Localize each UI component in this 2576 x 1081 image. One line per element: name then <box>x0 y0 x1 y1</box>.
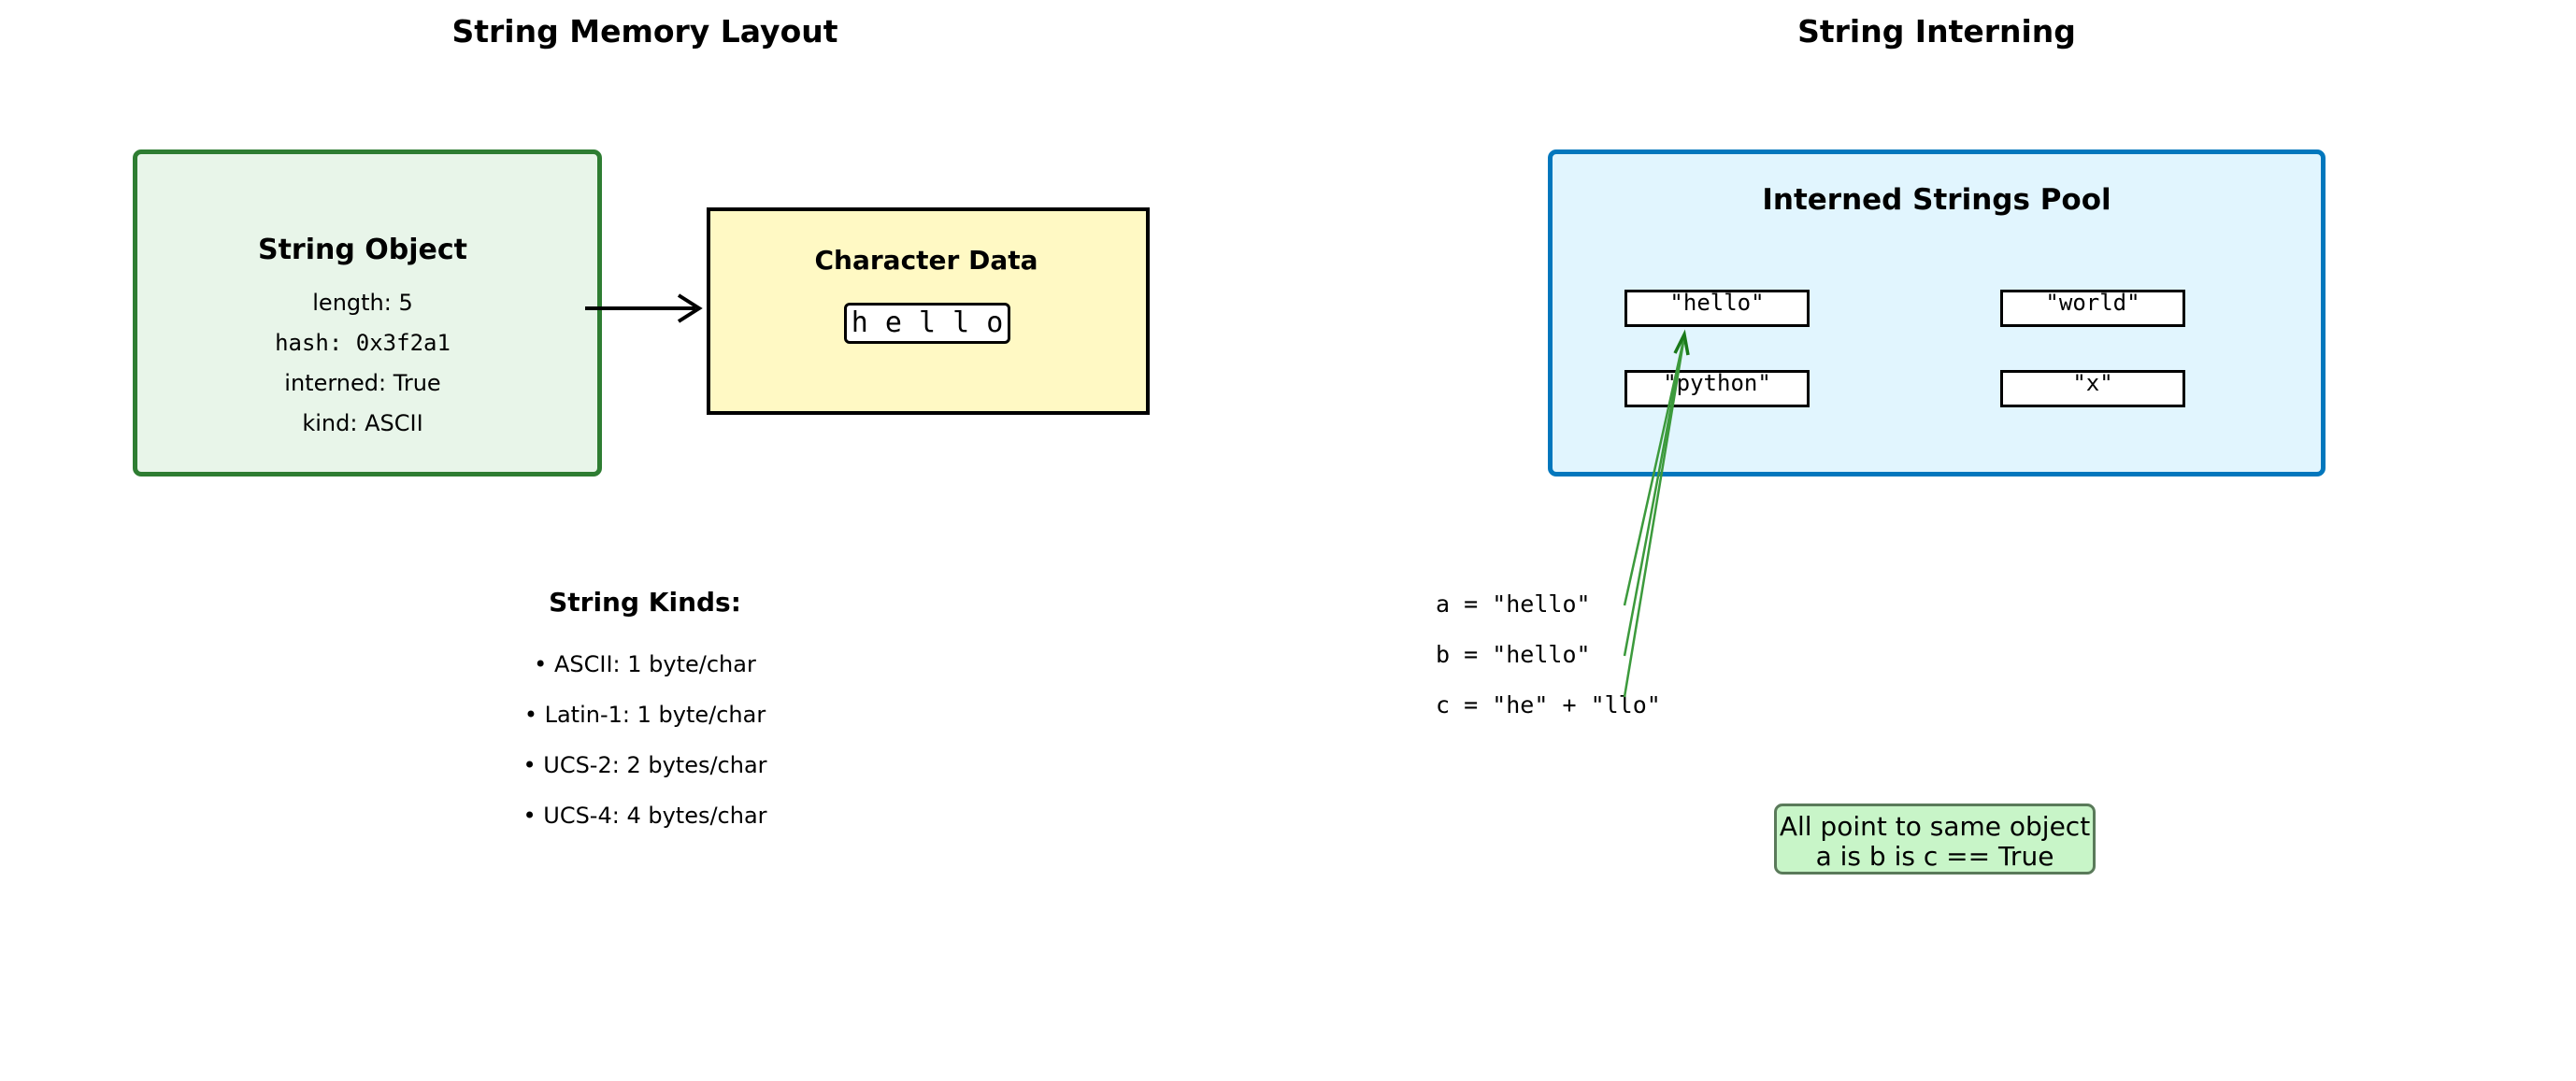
field-kind: kind: ASCII <box>302 410 423 436</box>
memory-layout-title: String Memory Layout <box>451 13 838 50</box>
string-kinds-title: String Kinds: <box>549 587 741 618</box>
assignment-c: c = "he" + "llo" <box>1436 691 1661 718</box>
field-length: length: 5 <box>312 290 413 316</box>
interning-title: String Interning <box>1797 13 2076 50</box>
string-object-title: String Object <box>257 234 468 266</box>
character-letters: h e l l o <box>844 303 1010 344</box>
pointer-lines <box>1623 329 1690 698</box>
assignment-b: b = "hello" <box>1436 641 1591 668</box>
kind-item-ascii: • ASCII: 1 byte/char <box>534 651 756 677</box>
pool-item-world: "world" <box>2000 290 2185 327</box>
kind-item-ucs2: • UCS-2: 2 bytes/char <box>522 752 767 778</box>
kind-item-ucs4: • UCS-4: 4 bytes/char <box>522 803 767 829</box>
same-object-note: All point to same object a is b is c == … <box>1774 804 2096 875</box>
note-line-2: a is b is c == True <box>1815 841 2054 872</box>
pointer-arrowhead <box>1673 329 1690 356</box>
assignment-a: a = "hello" <box>1436 590 1591 618</box>
note-line-1: All point to same object <box>1779 811 2091 842</box>
pool-item-hello: "hello" <box>1624 290 1810 327</box>
interned-pool-title: Interned Strings Pool <box>1762 183 2111 217</box>
field-interned: interned: True <box>284 370 441 396</box>
field-hash: hash: 0x3f2a1 <box>275 330 451 356</box>
character-data-title: Character Data <box>814 245 1038 276</box>
pool-item-x: "x" <box>2000 370 2185 407</box>
pool-item-python: "python" <box>1624 370 1810 407</box>
object-to-data-arrow <box>585 293 703 323</box>
pointer-line-c <box>1623 335 1686 698</box>
kind-item-latin1: • Latin-1: 1 byte/char <box>523 702 766 728</box>
string-object-box <box>133 149 602 476</box>
pointer-line-a <box>1623 335 1686 606</box>
